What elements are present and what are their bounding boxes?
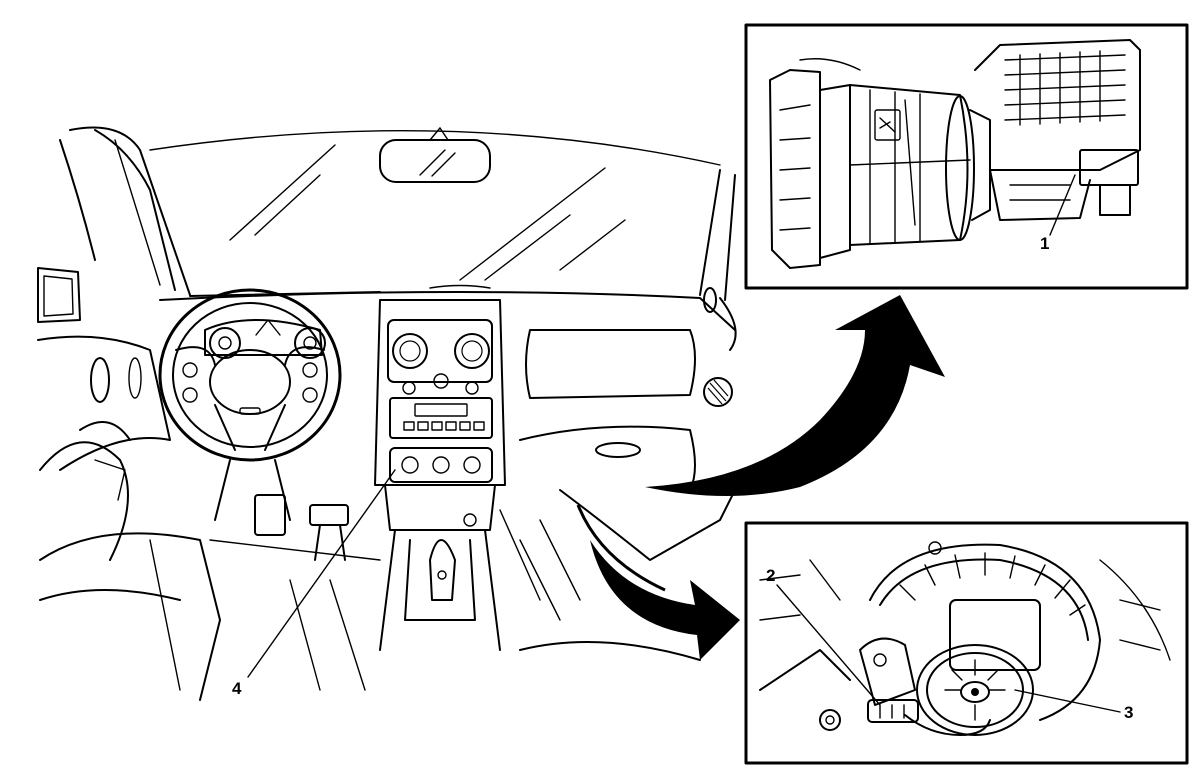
a-pillar-right xyxy=(699,169,736,301)
evaporator-grille xyxy=(1004,50,1126,126)
arrow-to-bottom-inset xyxy=(576,504,740,660)
door-panel-left xyxy=(37,335,171,561)
steering-column-pedals xyxy=(209,459,381,561)
blower-wheel-vanes xyxy=(944,659,1006,721)
inset-frame-bottom xyxy=(744,521,1189,765)
leader-line-3 xyxy=(1014,689,1121,713)
windshield-glare xyxy=(229,144,626,281)
side-mirror-left xyxy=(37,267,81,323)
leader-line-1 xyxy=(1049,174,1076,236)
steering-wheel xyxy=(158,288,342,462)
callout-4: 4 xyxy=(232,679,242,698)
callout-2: 2 xyxy=(766,566,776,585)
glovebox xyxy=(519,329,733,491)
callout-1: 1 xyxy=(1040,234,1050,253)
leader-line-4 xyxy=(247,469,396,678)
vehicle-interior-illustration xyxy=(37,126,741,701)
instrument-cluster xyxy=(204,319,326,359)
housing-ribs xyxy=(899,552,1086,616)
radio-buttons xyxy=(403,421,485,431)
rear-view-mirror xyxy=(379,127,491,183)
dashboard-top xyxy=(159,284,737,351)
leader-line-2 xyxy=(776,584,881,706)
a-pillar-left xyxy=(59,126,191,296)
inset-frame-top xyxy=(744,23,1189,290)
floor-and-seats xyxy=(39,479,741,701)
inset-blower-motor xyxy=(744,521,1189,765)
callout-3: 3 xyxy=(1124,703,1134,722)
inset-hvac-module xyxy=(744,23,1189,290)
center-console xyxy=(374,299,506,651)
arrow-to-top-inset xyxy=(645,295,945,496)
